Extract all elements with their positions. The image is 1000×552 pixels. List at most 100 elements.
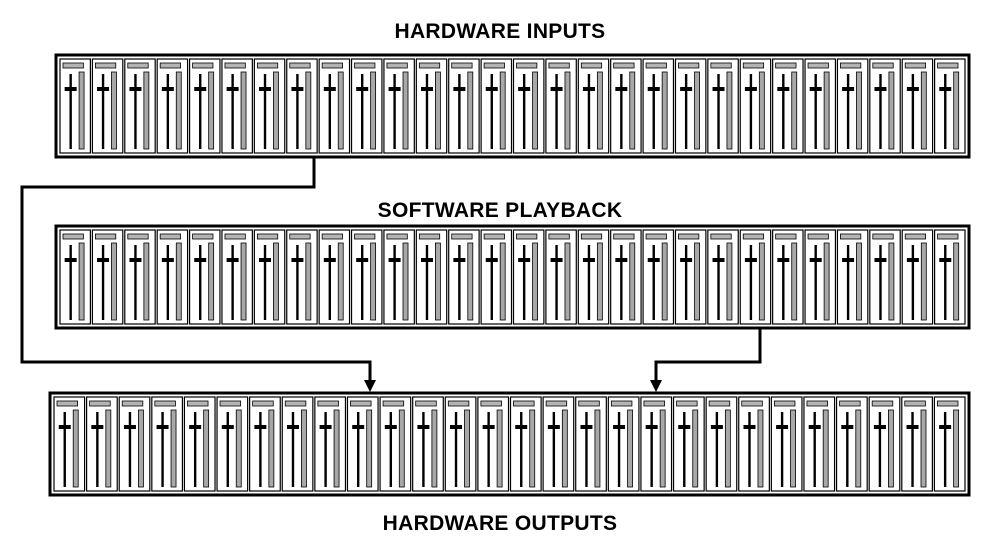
channel-cap	[224, 62, 246, 69]
channel-strip	[221, 229, 253, 325]
channel-cap	[773, 400, 796, 407]
channel-strip	[124, 58, 156, 154]
channel-strip	[183, 396, 216, 492]
channel-frame	[545, 229, 577, 325]
channel-cap	[578, 400, 600, 407]
channel-frame	[642, 229, 675, 325]
level-meter	[887, 409, 894, 488]
channel-frame	[286, 58, 318, 154]
channel-strip	[379, 396, 412, 492]
channel-cap	[289, 62, 311, 69]
fader-knob	[809, 87, 822, 91]
channel-strip	[512, 58, 545, 154]
channel-frame	[674, 229, 707, 325]
fader-knob	[906, 425, 919, 429]
channel-frame	[124, 229, 156, 325]
fader-knob	[808, 425, 821, 429]
channel-cap	[613, 233, 635, 240]
level-meter	[111, 71, 117, 150]
channel-strip	[770, 396, 803, 492]
fader-knob	[450, 425, 463, 429]
channel-frame	[415, 229, 448, 325]
channel-strip	[383, 58, 415, 154]
channel-strip	[933, 396, 966, 492]
level-meter	[822, 409, 829, 488]
channel-cap	[872, 233, 894, 240]
channel-cap	[127, 62, 149, 69]
fader-knob	[485, 87, 498, 91]
fader-knob	[352, 425, 365, 429]
level-meter	[337, 242, 344, 321]
level-meter	[235, 409, 242, 488]
fader-knob	[841, 425, 854, 429]
channel-cap	[645, 62, 667, 69]
fader-knob	[873, 425, 886, 429]
channel-cap	[613, 62, 635, 69]
channel-cap	[678, 62, 700, 69]
channel-strip	[415, 229, 448, 325]
level-meter	[467, 71, 474, 150]
channel-cap	[159, 62, 181, 69]
channel-strip	[477, 396, 510, 492]
channel-strip	[934, 229, 966, 325]
level-meter	[398, 409, 405, 488]
channel-frame	[933, 396, 966, 492]
channel-strip	[91, 58, 124, 154]
channel-frame	[53, 396, 86, 492]
channel-cap	[710, 62, 732, 69]
channel-cap	[321, 62, 343, 69]
level-meter	[659, 409, 666, 488]
channel-strip	[577, 58, 610, 154]
channel-frame	[772, 229, 804, 325]
fader-knob	[809, 258, 822, 262]
channel-frame	[448, 58, 480, 154]
channel-cap	[545, 400, 568, 407]
channel-strip	[772, 229, 804, 325]
channel-strip	[869, 58, 901, 154]
channel-cap	[56, 400, 79, 407]
level-meter	[596, 71, 603, 150]
level-meter	[268, 409, 275, 488]
channel-cap	[386, 62, 408, 69]
channel-strip	[249, 396, 281, 492]
fader-knob	[420, 258, 433, 262]
fader-knob	[356, 258, 369, 262]
channel-strip	[156, 229, 189, 325]
channel-frame	[318, 58, 351, 154]
channel-frame	[444, 396, 477, 492]
level-meter	[791, 242, 798, 321]
fader-knob	[939, 87, 952, 91]
level-meter	[203, 409, 210, 488]
software-playback-panel	[54, 224, 971, 330]
channel-frame	[253, 58, 286, 154]
channel-cap	[871, 400, 894, 407]
channel-frame	[674, 58, 707, 154]
channel-cap	[224, 233, 246, 240]
channel-cap	[321, 233, 343, 240]
fader-knob	[356, 87, 369, 91]
fader-knob	[712, 258, 725, 262]
channel-frame	[383, 229, 415, 325]
fader-knob	[97, 258, 110, 262]
channel-frame	[379, 396, 412, 492]
channel-strip	[835, 396, 868, 492]
fader-knob	[156, 425, 169, 429]
channel-frame	[118, 396, 151, 492]
channel-cap	[807, 62, 829, 69]
fader-knob	[97, 87, 110, 91]
channel-strip	[901, 58, 934, 154]
channel-strip	[575, 396, 607, 492]
channel-cap	[904, 400, 926, 407]
mixer-panels	[48, 53, 971, 497]
level-meter	[920, 71, 927, 150]
level-meter	[594, 409, 601, 488]
level-meter	[758, 71, 765, 150]
fader-knob	[417, 425, 430, 429]
channel-frame	[509, 396, 542, 492]
level-meter	[240, 242, 247, 321]
channel-frame	[770, 396, 803, 492]
channel-strip	[124, 229, 156, 325]
level-meter	[496, 409, 503, 488]
channel-strip	[901, 229, 934, 325]
channel-cap	[192, 233, 214, 240]
